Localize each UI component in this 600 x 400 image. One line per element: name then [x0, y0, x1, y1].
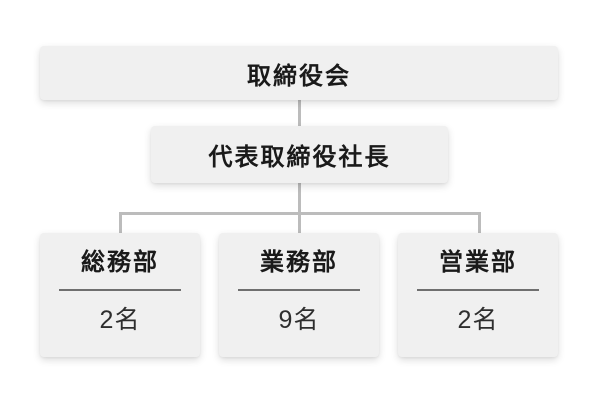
department-divider: [417, 289, 539, 291]
board-label: 取締役会: [247, 62, 351, 90]
department-headcount: 2名: [99, 306, 141, 334]
department-label: 業務部: [260, 249, 338, 276]
connector-drop-right: [478, 212, 481, 233]
org-node-department-soumu: 総務部 2名: [40, 233, 200, 357]
org-node-board: 取締役会: [40, 46, 558, 100]
department-divider: [59, 289, 181, 291]
department-label: 総務部: [81, 249, 159, 276]
department-headcount: 9名: [278, 306, 320, 334]
connector-horizontal-bar: [119, 212, 481, 215]
connector-board-to-president: [298, 100, 301, 127]
connector-president-to-departments: [298, 183, 301, 233]
org-node-president: 代表取締役社長: [151, 126, 448, 183]
president-label: 代表取締役社長: [208, 144, 391, 171]
department-headcount: 2名: [457, 306, 499, 334]
connector-drop-left: [119, 212, 122, 233]
department-divider: [238, 289, 360, 291]
department-label: 営業部: [439, 249, 517, 276]
org-node-department-gyoumu: 業務部 9名: [219, 233, 379, 357]
org-node-department-eigyou: 営業部 2名: [398, 233, 558, 357]
